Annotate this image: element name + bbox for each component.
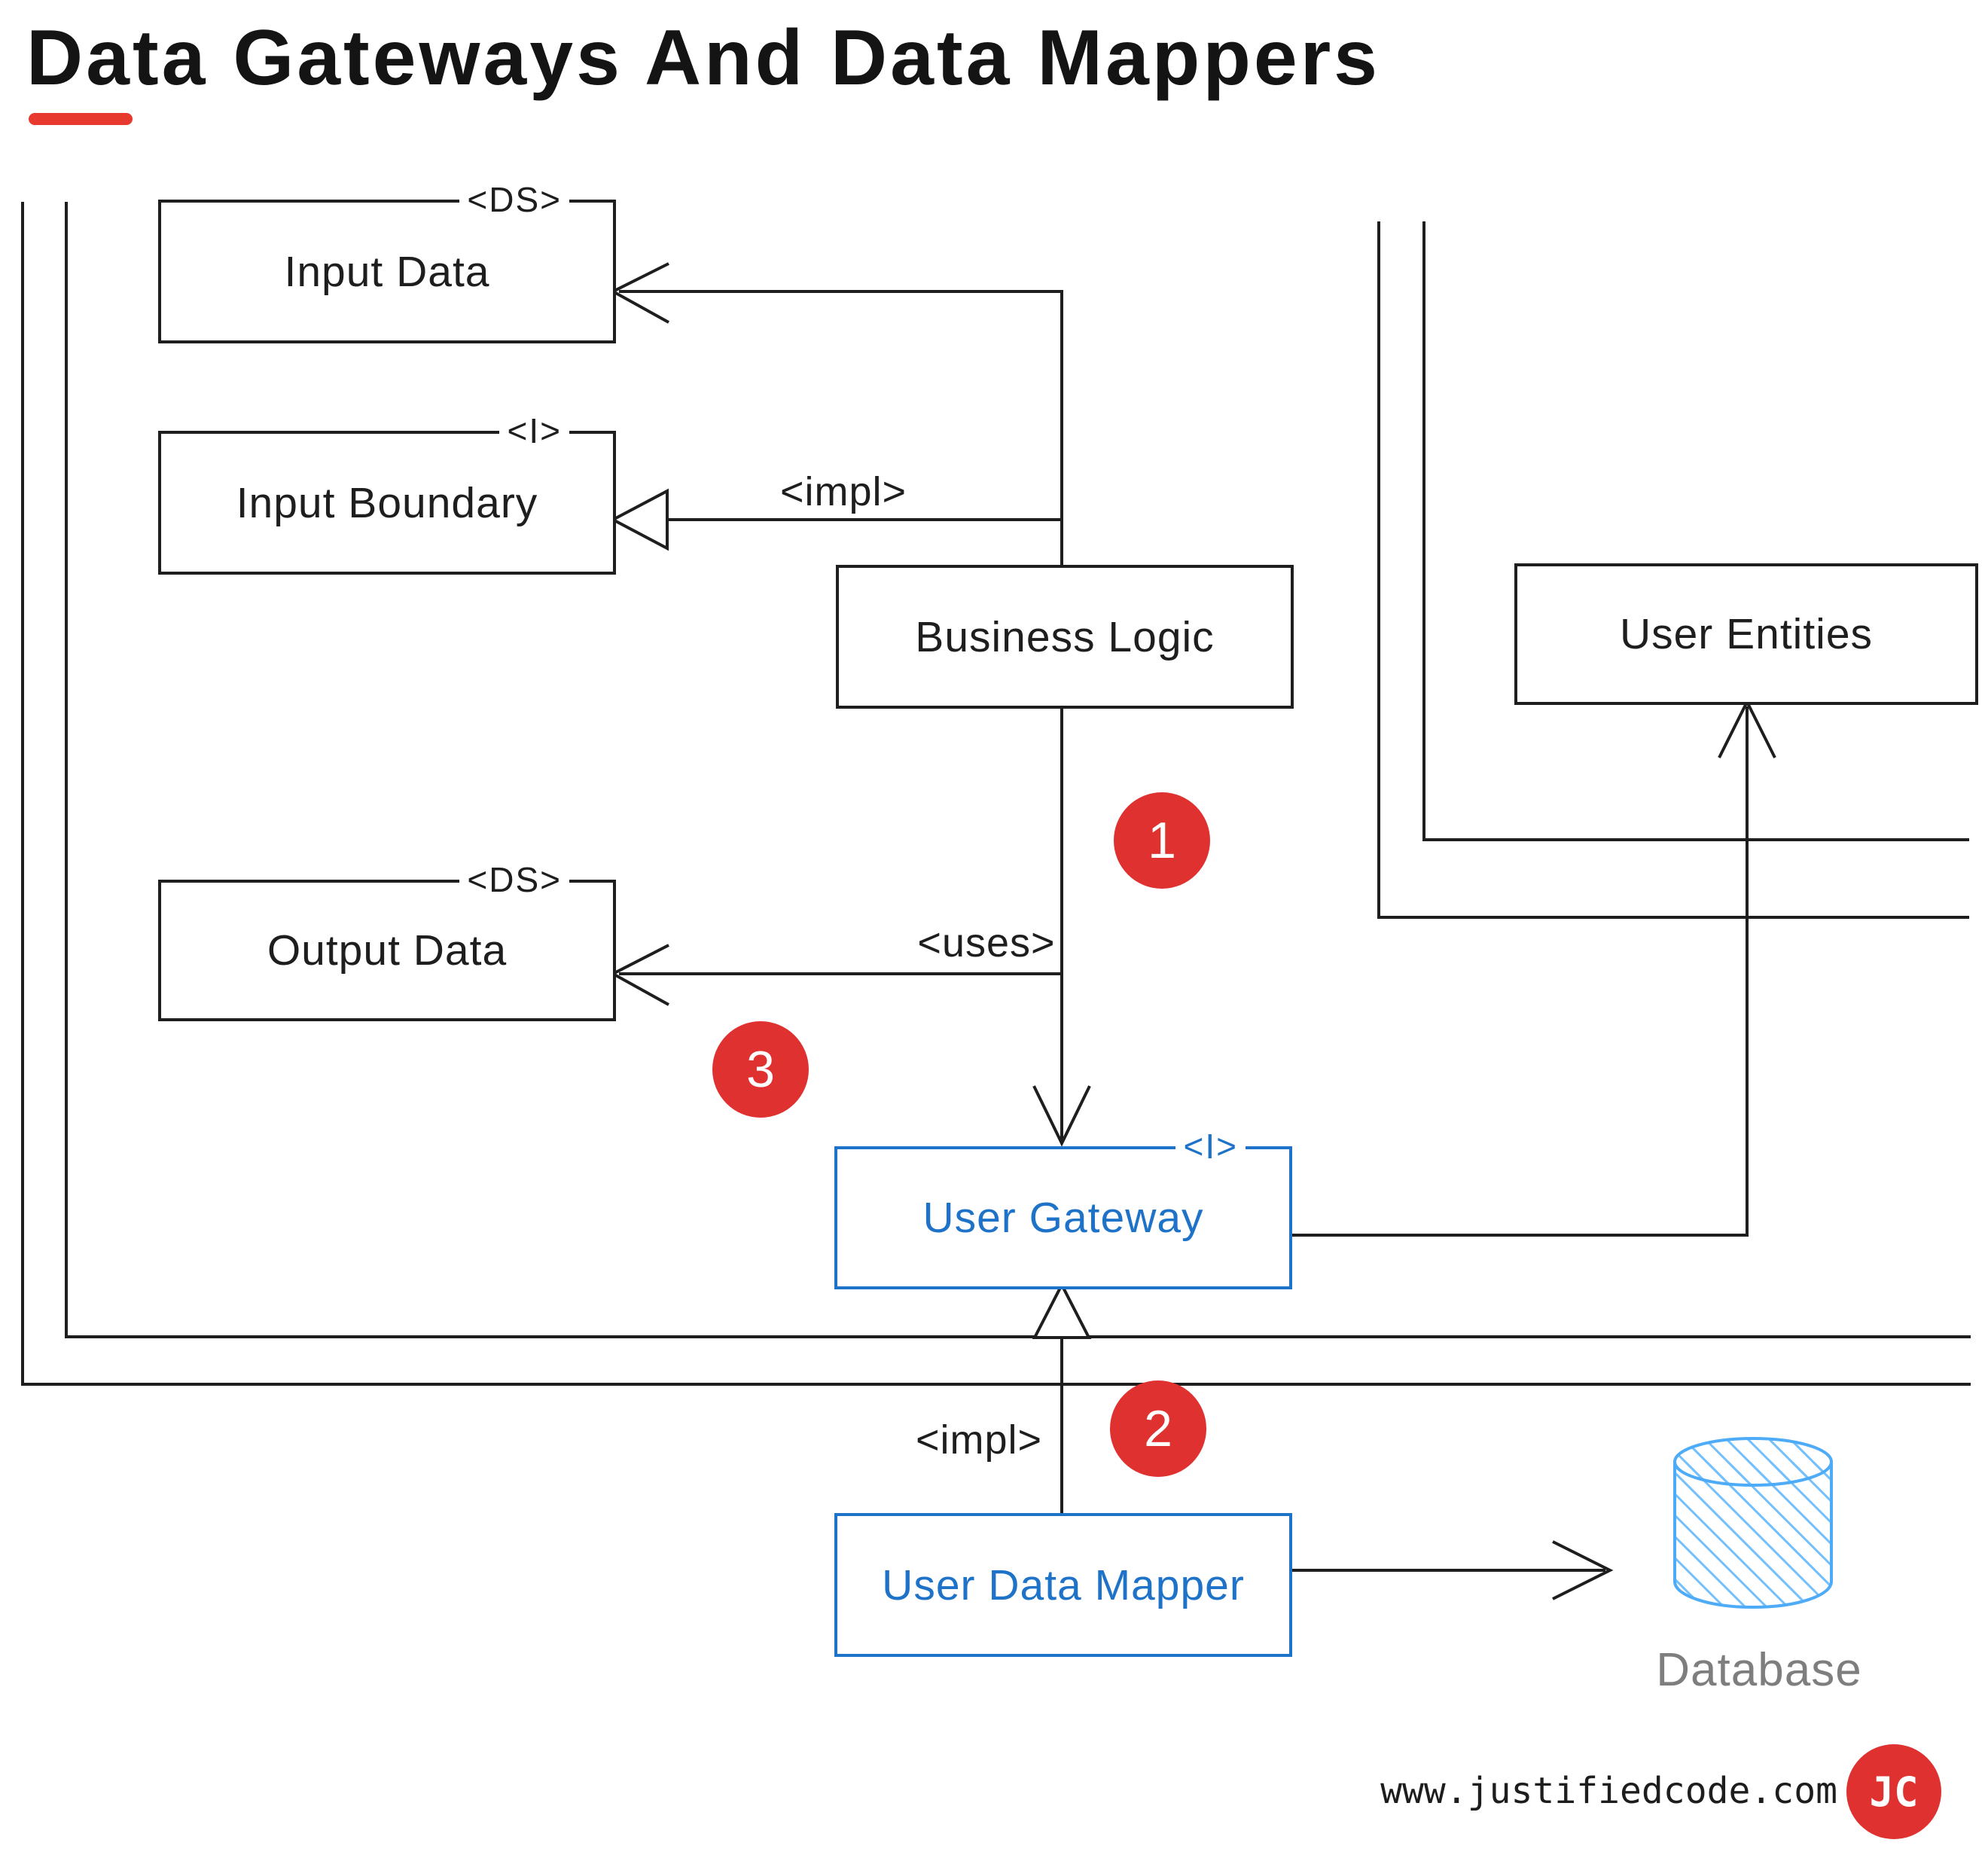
edge-businesslogic-to-inputdata bbox=[619, 290, 1063, 566]
node-label: User Data Mapper bbox=[882, 1560, 1245, 1609]
edge-label-impl-lower: <impl> bbox=[915, 1417, 1043, 1463]
edge-usergateway-to-userentities bbox=[1286, 706, 1749, 1237]
node-label: User Gateway bbox=[922, 1194, 1204, 1242]
node-label: Business Logic bbox=[915, 612, 1215, 661]
node-input-data: <DS> Input Data bbox=[158, 178, 616, 343]
frame-right-inner bbox=[1422, 221, 1969, 841]
node-label: User Entities bbox=[1619, 610, 1874, 658]
jc-logo-text: JC bbox=[1869, 1768, 1919, 1816]
stereotype-tag: <DS> bbox=[459, 859, 569, 901]
title-underline bbox=[29, 113, 133, 125]
jc-logo: JC bbox=[1846, 1744, 1941, 1839]
step-marker-1: 1 bbox=[1114, 792, 1210, 889]
arrowhead-usergateway-icon bbox=[1032, 1085, 1091, 1147]
edge-label-uses: <uses> bbox=[917, 920, 1056, 966]
step-number: 3 bbox=[746, 1041, 775, 1098]
node-output-data: <DS> Output Data bbox=[158, 859, 616, 1021]
step-number: 1 bbox=[1148, 812, 1176, 869]
node-label: Input Boundary bbox=[236, 478, 538, 527]
triangle-arrowhead-usergateway-icon bbox=[1032, 1281, 1092, 1339]
edge-label-impl-upper: <impl> bbox=[779, 469, 907, 514]
database-label: Database bbox=[1656, 1644, 1862, 1696]
step-number: 2 bbox=[1144, 1400, 1172, 1457]
website-url: www.justifiedcode.com bbox=[1380, 1770, 1837, 1812]
node-business-logic: Business Logic bbox=[836, 565, 1294, 709]
node-label: Input Data bbox=[284, 247, 490, 296]
arrowhead-database-icon bbox=[1552, 1540, 1614, 1600]
step-marker-3: 3 bbox=[712, 1021, 809, 1118]
node-user-data-mapper: User Data Mapper bbox=[834, 1513, 1292, 1657]
step-marker-2: 2 bbox=[1110, 1380, 1206, 1477]
stereotype-tag: <I> bbox=[1175, 1125, 1246, 1167]
frame-left-inner bbox=[65, 202, 1971, 1338]
frame-left-outer bbox=[21, 202, 1971, 1386]
node-label: Output Data bbox=[267, 926, 508, 975]
node-input-boundary: <I> Input Boundary bbox=[158, 410, 616, 575]
triangle-arrowhead-inputboundary-icon bbox=[609, 488, 669, 551]
stereotype-tag: <DS> bbox=[459, 178, 569, 221]
node-user-entities: User Entities bbox=[1514, 563, 1978, 705]
stereotype-tag: <I> bbox=[499, 410, 569, 452]
node-user-gateway: <I> User Gateway bbox=[834, 1125, 1292, 1289]
frame-right-outer bbox=[1377, 221, 1969, 919]
database-cylinder-icon bbox=[1673, 1437, 1833, 1609]
page-title: Data Gateways And Data Mappers bbox=[26, 14, 1381, 102]
